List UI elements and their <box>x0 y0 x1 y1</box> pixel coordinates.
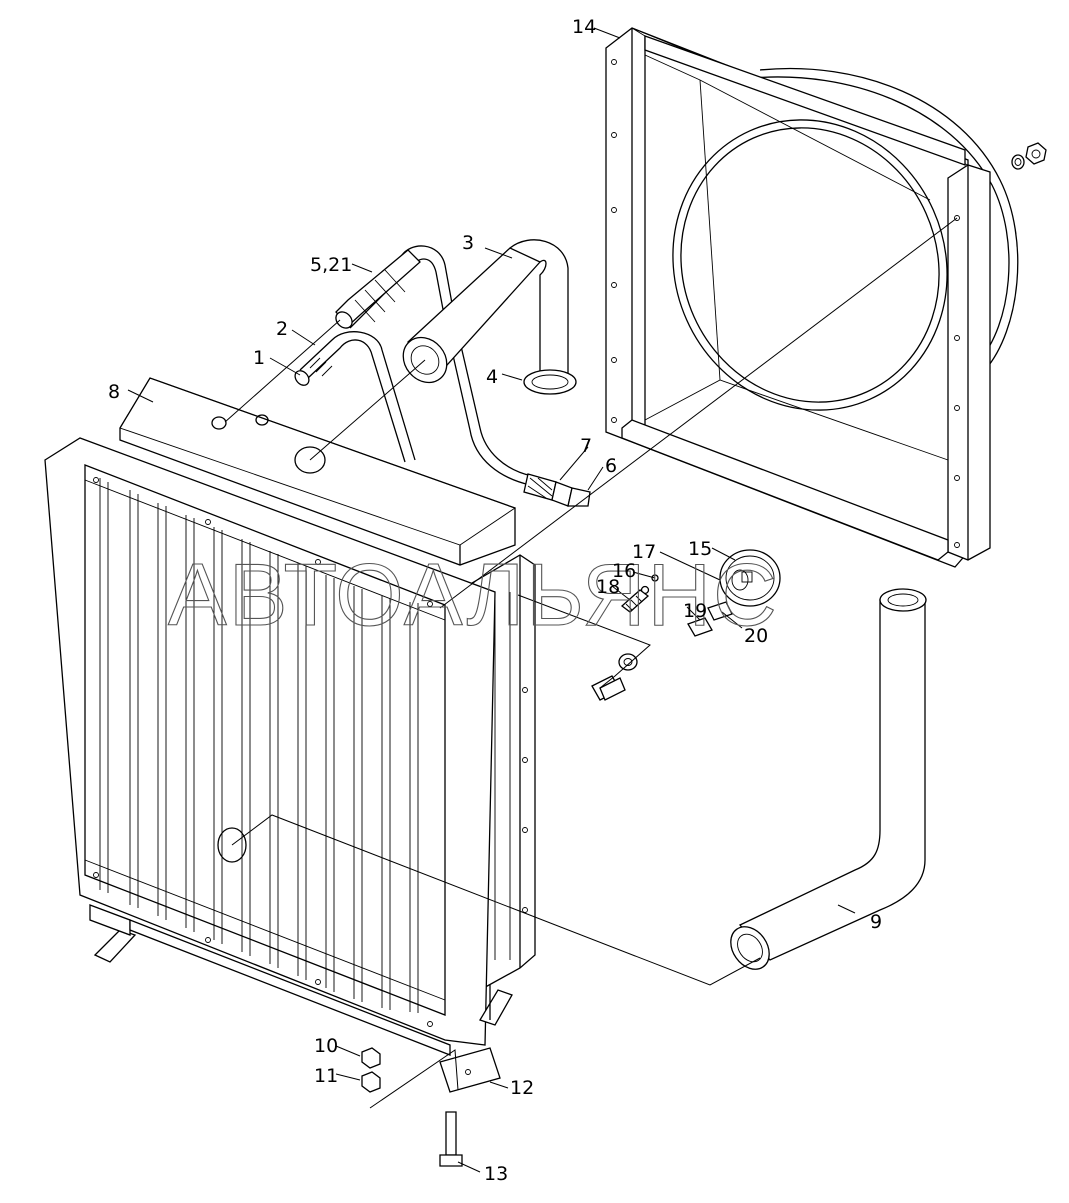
callout-7: 7 <box>580 435 592 457</box>
callout-16: 16 <box>612 560 636 582</box>
callout-10: 10 <box>314 1035 338 1057</box>
callout-1: 1 <box>253 347 265 369</box>
callout-13: 13 <box>484 1163 508 1185</box>
callout-18: 18 <box>596 576 620 598</box>
pipe-9 <box>730 588 927 970</box>
callout-20: 20 <box>744 625 768 647</box>
radiator-cap-assembly <box>620 549 781 637</box>
callout-6: 6 <box>605 455 617 477</box>
watermark-text: АВТОАЛЬЯНС <box>168 545 779 644</box>
radiator-core <box>44 377 536 1056</box>
callout-3: 3 <box>462 232 474 254</box>
bottom-hardware <box>361 1047 501 1167</box>
leader-lines <box>127 27 958 1173</box>
pipe-1-2 <box>294 331 416 463</box>
callout-17: 17 <box>632 541 656 563</box>
nut-washer-shroud <box>1011 142 1047 170</box>
callout-9: 9 <box>870 911 882 933</box>
callout-11: 11 <box>314 1065 338 1087</box>
hose-7-fitting-6 <box>523 473 591 507</box>
callout-labels: 1 2 3 4 5,21 6 7 8 9 10 11 12 13 14 15 1… <box>108 16 882 1185</box>
fan-shroud <box>605 27 1019 568</box>
callout-19: 19 <box>683 600 707 622</box>
callout-14: 14 <box>572 16 596 38</box>
callout-15: 15 <box>688 538 712 560</box>
pipe-5-21 <box>335 245 533 486</box>
callout-5-21: 5,21 <box>310 254 352 276</box>
callout-12: 12 <box>510 1077 534 1099</box>
bolt-washer <box>591 653 638 701</box>
callout-8: 8 <box>108 381 120 403</box>
callout-4: 4 <box>486 366 498 388</box>
callout-2: 2 <box>276 318 288 340</box>
